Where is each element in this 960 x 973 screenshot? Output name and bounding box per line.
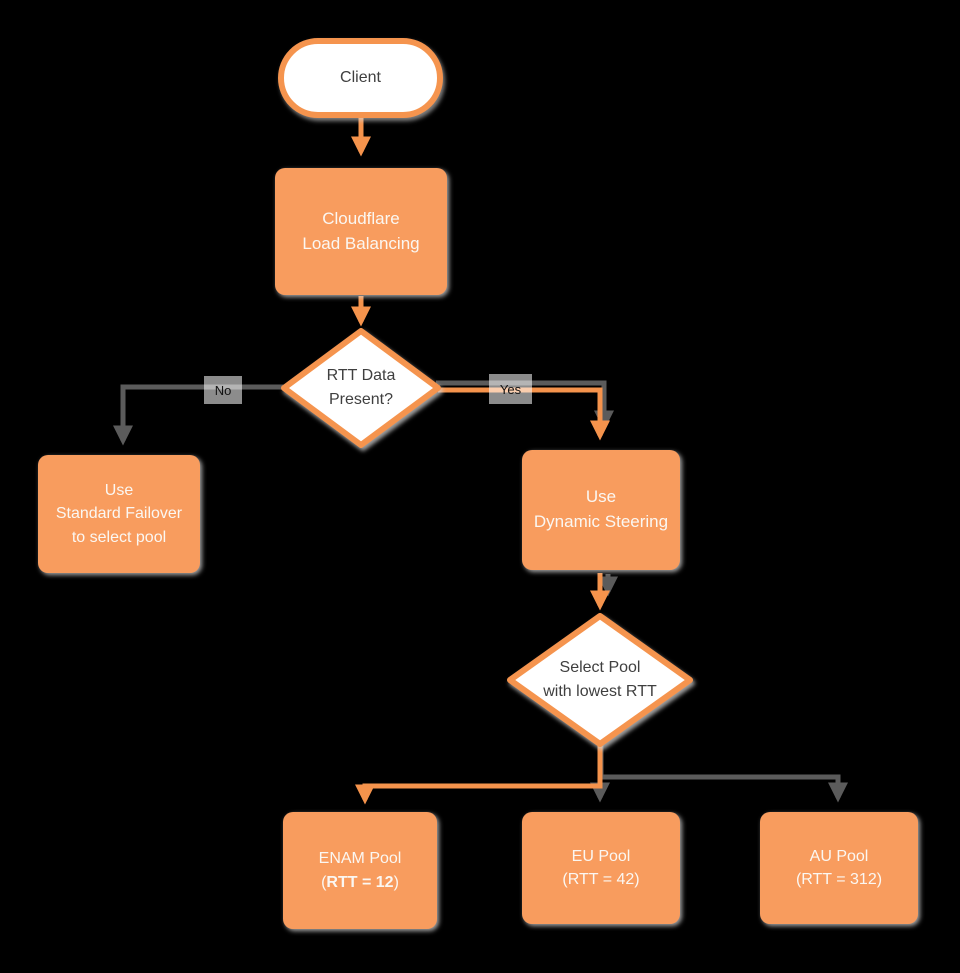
- enam-pool-rtt-value: RTT = 12: [326, 873, 394, 891]
- enam-pool-paren-close: ): [393, 873, 399, 891]
- enam-pool-node: ENAM Pool (RTT = 12): [283, 812, 437, 929]
- enam-pool-paren-open: (: [321, 873, 327, 891]
- yes-edge-label: Yes: [489, 374, 532, 404]
- edge-selectpool-to-au: [598, 744, 848, 803]
- dynamic-steering-line1: Use: [585, 487, 617, 507]
- standard-failover-line1: Use: [104, 482, 134, 500]
- no-edge-label: No: [204, 376, 242, 404]
- standard-failover-line3: to select pool: [71, 528, 167, 546]
- load-balancer-line2: Load Balancing: [302, 233, 420, 253]
- dynamic-steering-node: Use Dynamic Steering: [522, 450, 680, 570]
- rtt-decision-diamond: [281, 328, 441, 448]
- rtt-decision-line1: RTT Data: [326, 367, 396, 384]
- eu-pool-node: EU Pool (RTT = 42): [522, 812, 680, 924]
- standard-failover-node: Use Standard Failover to select pool: [38, 455, 200, 573]
- au-pool-line1: AU Pool: [809, 847, 869, 865]
- load-balancer-line1: Cloudflare: [322, 208, 400, 228]
- select-pool-label: Select Pool with lowest RTT: [510, 616, 690, 744]
- no-edge-label-text: No: [214, 382, 232, 398]
- select-pool-diamond: [507, 613, 693, 747]
- dynamic-steering-line2: Dynamic Steering: [533, 512, 669, 531]
- au-pool-line2: (RTT = 312): [795, 871, 883, 888]
- client-node: Client: [278, 38, 443, 118]
- select-pool-line1: Select Pool: [559, 659, 641, 676]
- enam-pool-line2: (RTT = 12): [321, 871, 399, 894]
- edge-selectpool-to-enam: [355, 743, 603, 805]
- eu-pool-line1: EU Pool: [571, 847, 631, 865]
- load-balancer-node: Cloudflare Load Balancing: [275, 168, 447, 295]
- client-label: Client: [340, 69, 381, 86]
- select-pool-line2: with lowest RTT: [543, 683, 657, 700]
- enam-pool-line1: ENAM Pool: [318, 850, 402, 868]
- standard-failover-line2: Standard Failover: [55, 505, 183, 523]
- au-pool-node: AU Pool (RTT = 312): [760, 812, 918, 924]
- yes-edge-label-text: Yes: [499, 381, 522, 397]
- rtt-decision-line2: Present?: [328, 391, 394, 408]
- eu-pool-line2: (RTT = 42): [562, 871, 640, 888]
- rtt-decision-label: RTT Data Present?: [284, 331, 438, 445]
